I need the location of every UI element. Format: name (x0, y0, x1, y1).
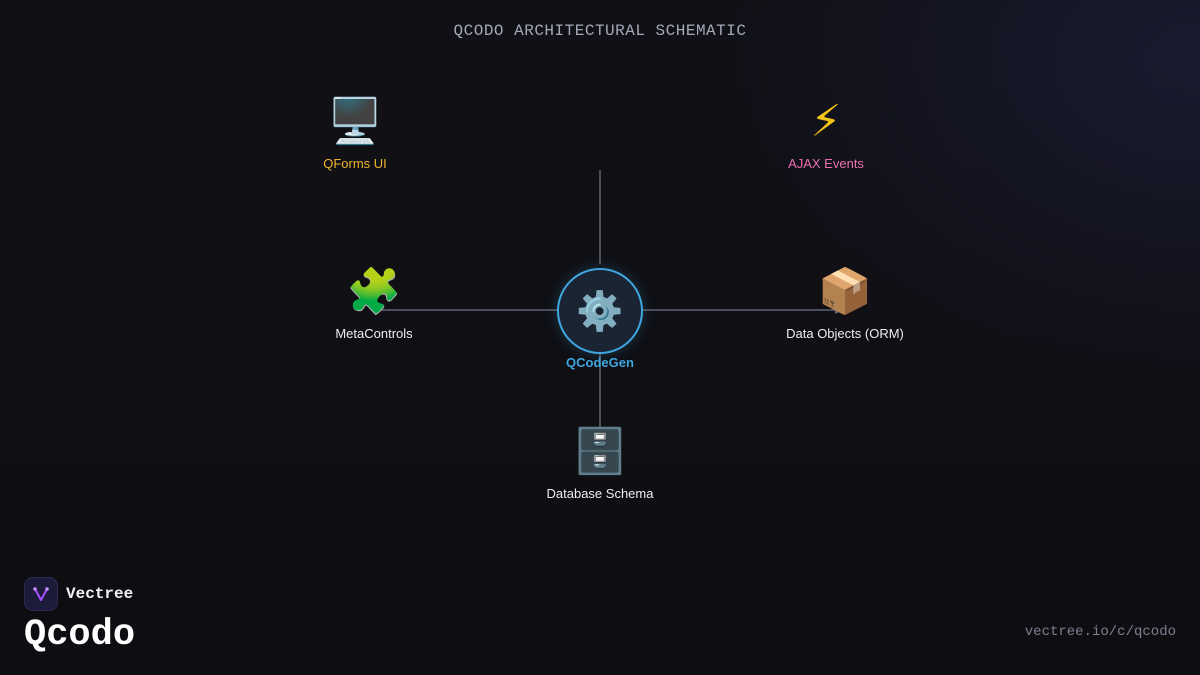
node-label-database-schema: Database Schema (546, 486, 654, 501)
node-metacontrols: 🧩 MetaControls (274, 266, 474, 342)
brand-row: Vectree (24, 577, 135, 611)
node-label-metacontrols: MetaControls (335, 326, 413, 341)
footer-url: vectree.io/c/qcodo (1024, 624, 1176, 640)
hub-label-qcodegen: QCodeGen (566, 355, 634, 370)
brand-company-name: Vectree (66, 585, 134, 603)
gear-icon: ⚙️ (576, 289, 624, 333)
vectree-logo-icon (24, 577, 58, 611)
connector-orm-arrowhead (835, 306, 844, 314)
node-data-objects-orm: 📦 Data Objects (ORM) (745, 266, 945, 342)
puzzle-icon: 🧩 (346, 266, 402, 317)
lightning-icon: ⚡ (810, 96, 842, 147)
brand-block: Vectree Qcodo (24, 577, 135, 657)
node-label-qforms-ui: QForms UI (323, 156, 387, 171)
hub-qcodegen: ⚙️ (557, 268, 643, 354)
file-cabinet-icon: 🗄️ (572, 426, 628, 477)
brand-product-name: Qcodo (24, 614, 136, 656)
diagram-title: QCODO ARCHITECTURAL SCHEMATIC (453, 22, 747, 40)
node-label-data-objects-orm: Data Objects (ORM) (786, 326, 904, 341)
monitor-icon: 🖥️ (327, 96, 383, 147)
node-database-schema: 🗄️ Database Schema (500, 426, 700, 502)
node-label-ajax-events: AJAX Events (788, 156, 864, 171)
node-ajax-events: ⚡ AJAX Events (726, 96, 926, 172)
vectree-logo-mark (33, 587, 49, 601)
package-icon: 📦 (817, 266, 873, 317)
node-qforms-ui: 🖥️ QForms UI (255, 96, 455, 172)
